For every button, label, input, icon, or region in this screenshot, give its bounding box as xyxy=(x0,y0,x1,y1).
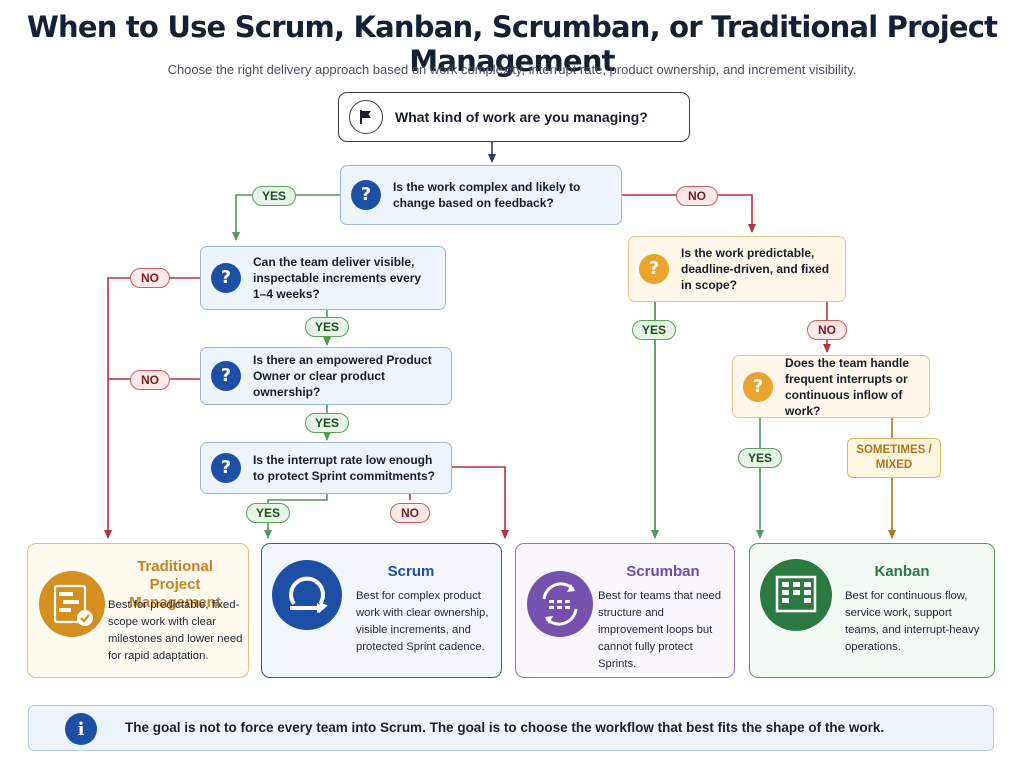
complex-question-text: Is the work complex and likely to change… xyxy=(393,180,581,210)
kanban-board-icon-glyph xyxy=(775,575,817,613)
increments-question-text: Can the team deliver visible, inspectabl… xyxy=(253,255,422,301)
no-label: NO xyxy=(807,320,847,340)
scrumban-description: Best for teams that need structure and i… xyxy=(598,590,722,670)
gantt-chart-icon-glyph xyxy=(53,584,93,626)
kanban-description: Best for continuous flow, service work, … xyxy=(845,590,980,653)
traditional-description: Best for predictable, fixed-scope work w… xyxy=(108,599,243,662)
kanban-title: Kanban xyxy=(874,563,930,580)
yes-label: YES xyxy=(738,448,782,468)
sometimes-mixed-label: SOMETIMES / MIXED xyxy=(847,438,941,478)
link-interrupt-no-right xyxy=(452,466,509,539)
no-label: NO xyxy=(676,186,718,206)
sprint-cycle-icon-glyph xyxy=(289,576,328,614)
interrupt-question-text: Is the interrupt rate low enough to prot… xyxy=(253,453,436,483)
sometimes-mixed-text: SOMETIMES / MIXED xyxy=(856,444,932,471)
scrum-description: Best for complex product work with clear… xyxy=(356,590,489,653)
traditional-title: Traditional Project Management xyxy=(129,558,221,611)
outcome-card-kanban: Kanban Best for continuous flow, service… xyxy=(749,543,995,678)
question-mark-icon: ? xyxy=(639,254,669,284)
no-label: NO xyxy=(390,503,430,523)
predictable-question-box: ? Is the work predictable, deadline-driv… xyxy=(628,236,846,302)
predictable-question-text: Is the work predictable, deadline-driven… xyxy=(681,246,830,292)
outcome-card-scrumban: Scrumban Best for teams that need struct… xyxy=(515,543,735,678)
outcome-card-scrum: Scrum Best for complex product work with… xyxy=(261,543,502,678)
flag-icon-glyph xyxy=(360,110,371,124)
gantt-chart-icon xyxy=(39,571,105,637)
cycle-board-icon xyxy=(527,571,593,637)
yes-label: YES xyxy=(632,320,676,340)
question-mark-icon: ? xyxy=(743,371,773,402)
interrupt-question-box: ? Is the interrupt rate low enough to pr… xyxy=(200,442,452,494)
link-complex-yes xyxy=(232,194,340,241)
yes-label: YES xyxy=(305,413,349,433)
footer-note: i The goal is not to force every team in… xyxy=(28,705,994,751)
question-mark-icon: ? xyxy=(351,180,381,210)
complex-question-box: ? Is the work complex and likely to chan… xyxy=(340,165,622,225)
page-subtitle: Choose the right delivery approach based… xyxy=(167,62,857,77)
cycle-board-icon-glyph xyxy=(542,582,578,626)
question-mark-icon: ? xyxy=(211,263,241,293)
owner-question-text: Is there an empowered Product Owner or c… xyxy=(253,353,432,399)
sprint-cycle-icon xyxy=(272,560,342,630)
no-label: NO xyxy=(130,370,170,390)
yes-label: YES xyxy=(252,186,296,206)
link-complex-no xyxy=(622,194,756,233)
frequent-question-box: ? Does the team handle frequent interrup… xyxy=(732,355,930,418)
scrum-title: Scrum xyxy=(387,563,435,580)
question-mark-icon: ? xyxy=(211,361,241,391)
outcome-card-traditional: Traditional Project Management Best for … xyxy=(27,543,249,678)
scrumban-title: Scrumban xyxy=(626,563,700,580)
question-mark-icon: ? xyxy=(211,453,241,483)
footer-note-text: The goal is not to force every team into… xyxy=(125,720,885,735)
link-increments-no xyxy=(104,277,200,539)
page-title: When to Use Scrum, Kanban, Scrumban, or … xyxy=(26,10,998,78)
no-label: NO xyxy=(130,268,170,288)
kanban-board-icon xyxy=(760,559,832,631)
yes-label: YES xyxy=(246,503,290,523)
increments-question-box: ? Can the team deliver visible, inspecta… xyxy=(200,246,446,310)
frequent-question-text: Does the team handle frequent interrupts… xyxy=(785,355,910,418)
owner-question-box: ? Is there an empowered Product Owner or… xyxy=(200,347,452,405)
yes-label: YES xyxy=(305,317,349,337)
start-question-box: What kind of work are you managing? xyxy=(338,92,690,142)
flag-icon xyxy=(349,100,383,134)
start-question-text: What kind of work are you managing? xyxy=(395,109,648,125)
info-icon: i xyxy=(65,713,97,745)
